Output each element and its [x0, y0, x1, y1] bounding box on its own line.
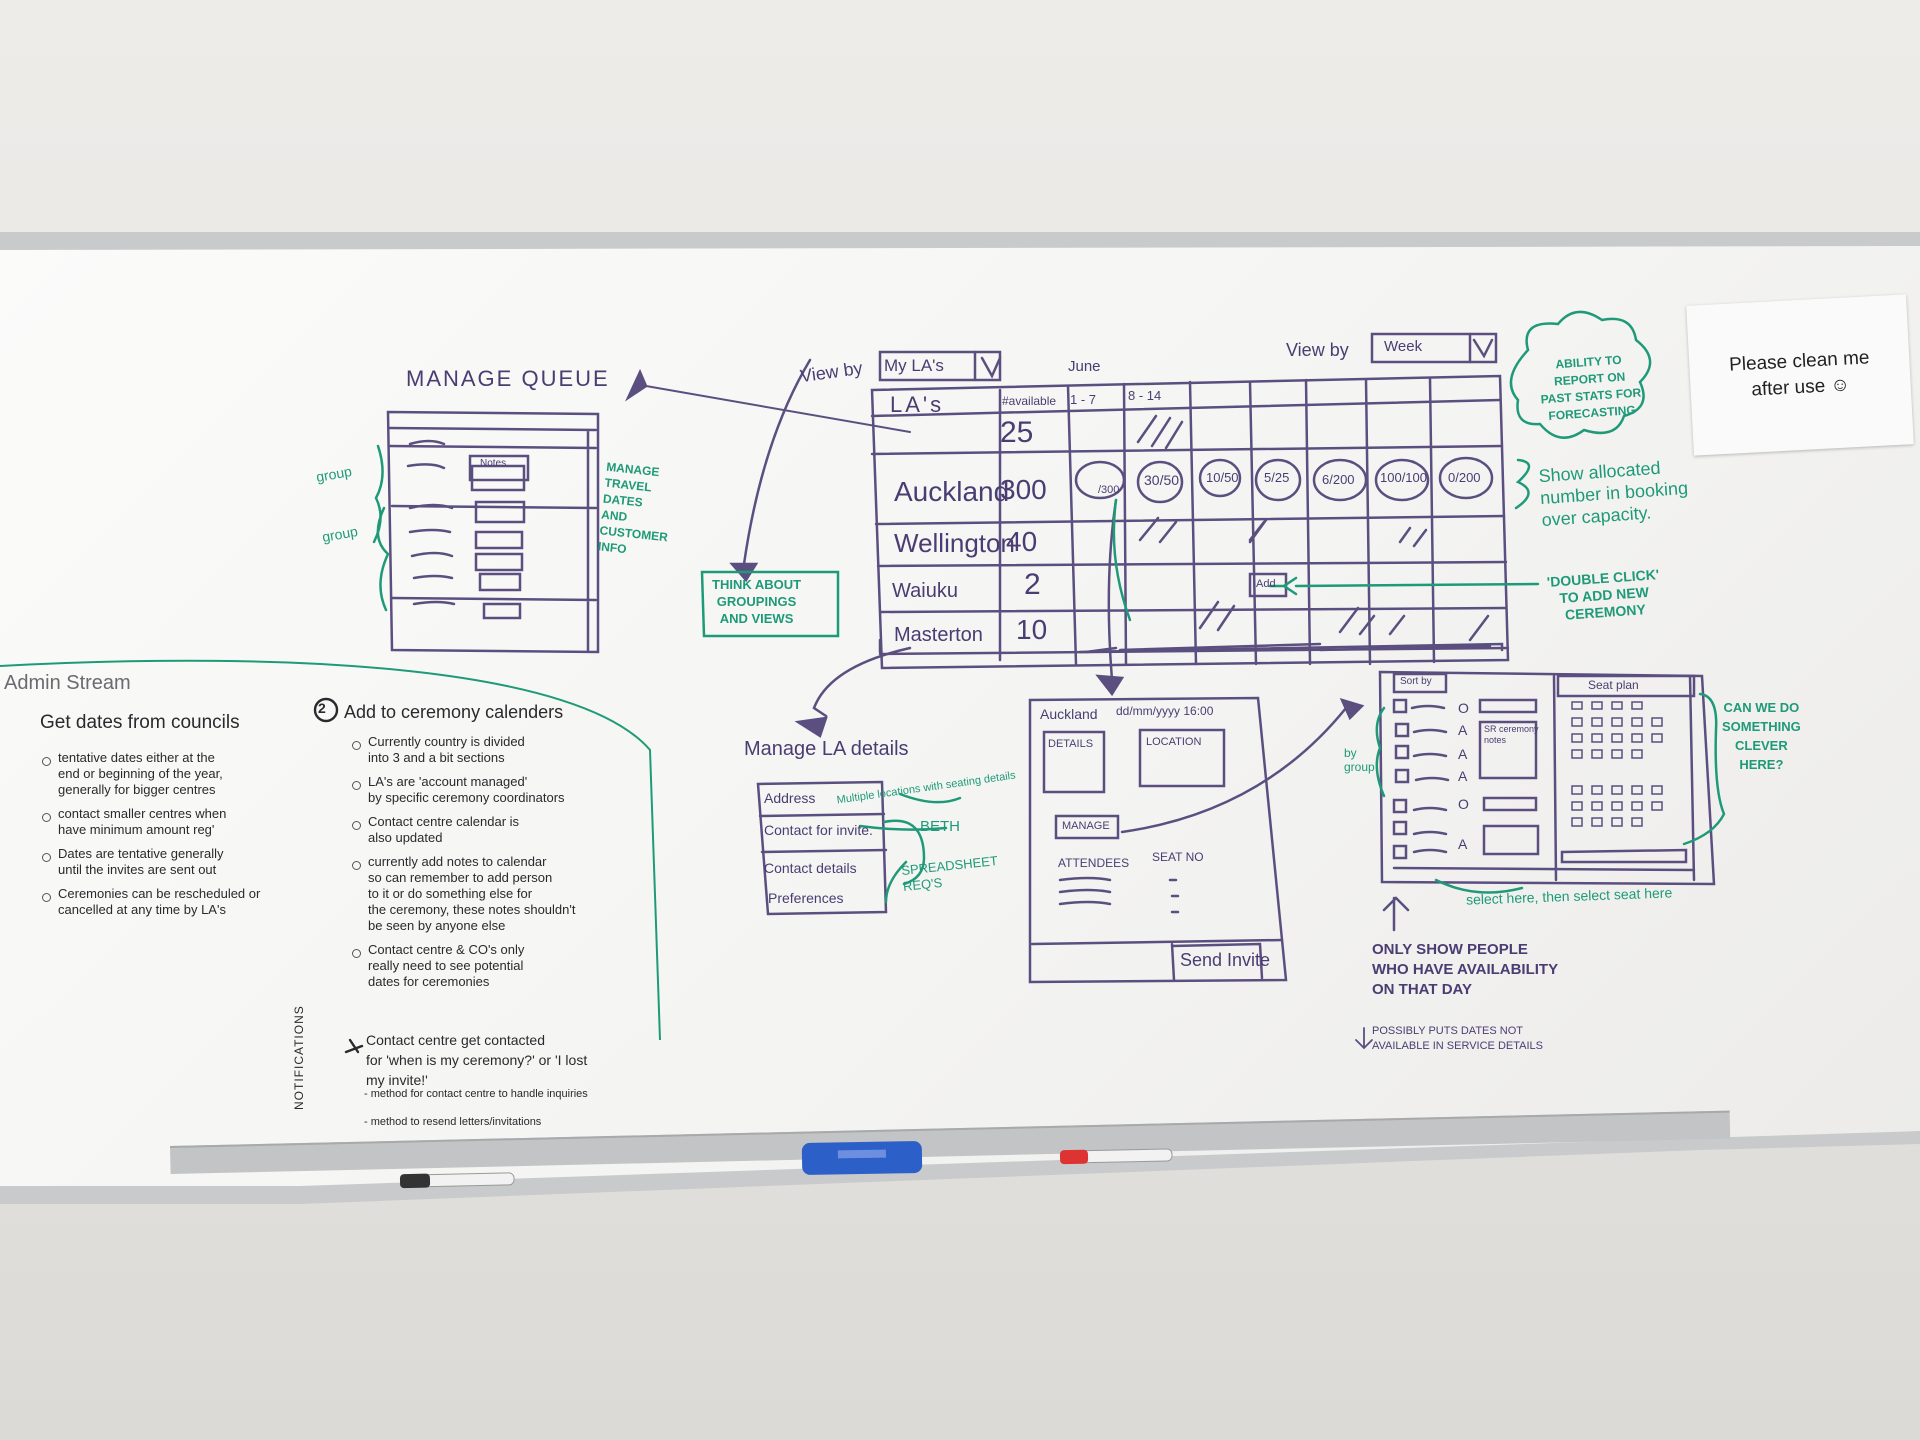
add-chip: Add — [1256, 578, 1276, 590]
section2-number: 2 — [318, 700, 326, 716]
capacity-cell-6: 100/100 — [1380, 470, 1427, 485]
notification-item-1: - method for contact centre to handle in… — [364, 1088, 588, 1100]
seat-no-label: SEAT NO — [1152, 850, 1204, 864]
double-click-note: 'DOUBLE CLICK' TO ADD NEW CEREMONY — [1546, 566, 1660, 623]
seat-grid — [1571, 701, 1663, 827]
whiteboard — [0, 246, 1920, 1186]
row-auckland-value: 300 — [1000, 474, 1047, 505]
la-row-preferences: Preferences — [768, 890, 844, 906]
attendees-label: ATTENDEES — [1058, 856, 1130, 870]
ceremony-notes: SR ceremony notes — [1484, 724, 1539, 745]
section1-item-1: tentative dates either at the end or beg… — [41, 750, 260, 798]
manage-travel-note: MANAGE TRAVEL DATES AND CUSTOMER INFO — [597, 459, 669, 557]
ceremony-date: dd/mm/yyyy 16:00 — [1116, 704, 1214, 718]
ceremony-details: DETAILS — [1048, 738, 1094, 750]
month-label: June — [1068, 358, 1101, 375]
col-header-week-1: 1 - 7 — [1070, 392, 1097, 407]
capacity-cell-5: 6/200 — [1322, 472, 1355, 487]
section2-list: Currently country is divided into 3 and … — [350, 734, 575, 998]
section2-item-1: Currently country is divided into 3 and … — [351, 734, 575, 766]
row-waiuku-name: Waiuku — [892, 580, 958, 602]
manage-queue-title: MANAGE QUEUE — [406, 366, 610, 391]
view-select-right: Week — [1384, 338, 1423, 355]
availability-subnote: POSSIBLY PUTS DATES NOT AVAILABLE IN SER… — [1372, 1025, 1543, 1052]
ceremony-location: Auckland — [1040, 706, 1098, 722]
report-bubble-text: ABILITY TO REPORT ON PAST STATS FOR FORE… — [1540, 352, 1642, 423]
clever-note: CAN WE DO SOMETHING CLEVER HERE? — [1722, 700, 1801, 772]
view-by-label-right: View by — [1286, 340, 1349, 360]
row-masterton-name: Masterton — [894, 624, 983, 646]
notification-item-2: - method to resend letters/invitations — [364, 1116, 542, 1128]
capacity-cell-7: 0/200 — [1448, 470, 1481, 485]
manage-button: MANAGE — [1062, 820, 1110, 832]
notifications-label: NOTIFICATIONS — [292, 1005, 306, 1110]
section2-item-4: currently add notes to calendar so can r… — [351, 854, 576, 933]
availability-note: ONLY SHOW PEOPLE WHO HAVE AVAILABILITY O… — [1372, 941, 1559, 998]
seat-label-6: A — [1458, 836, 1468, 852]
capacity-cell-2: 30/50 — [1144, 472, 1180, 488]
seat-label-1: O — [1458, 700, 1469, 716]
la-details-title: Manage LA details — [744, 738, 909, 760]
capacity-cell-4: 5/25 — [1264, 470, 1290, 485]
seat-label-3: A — [1458, 746, 1468, 762]
row-wellington-value: 40 — [1006, 526, 1038, 557]
row-auckland-name: Auckland — [894, 476, 1010, 507]
notes-chip: Notes — [480, 458, 507, 469]
section2-item-5: Contact centre & CO's only really need t… — [351, 942, 575, 990]
capacity-cell-1: /300 — [1098, 484, 1120, 496]
view-select-left: My LA's — [884, 356, 944, 375]
section1-list: tentative dates either at the end or beg… — [40, 750, 260, 926]
seat-label-2: A — [1458, 722, 1468, 738]
allocated-note: Show allocated number in booking over ca… — [1537, 457, 1689, 531]
row-waiuku-value: 2 — [1024, 568, 1041, 601]
seat-label-5: O — [1458, 796, 1469, 812]
la-row-contact-invite: Contact for invite. — [764, 822, 873, 838]
capacity-cell-3: 10/50 — [1206, 470, 1239, 485]
section1-item-4: Ceremonies can be rescheduled or cancell… — [41, 886, 261, 917]
section2-title: Add to ceremony calenders — [344, 702, 564, 722]
col-header-week-2: 8 - 14 — [1128, 388, 1162, 403]
think-groupings-note: THINK ABOUT GROUPINGS AND VIEWS — [712, 577, 802, 626]
section1-title: Get dates from councils — [40, 712, 240, 733]
ceremony-location-box: LOCATION — [1146, 736, 1202, 748]
row-masterton-value: 10 — [1016, 614, 1048, 645]
by-group-note: by group — [1344, 746, 1375, 774]
admin-stream-title: Admin Stream — [4, 672, 131, 694]
section2-item-3: Contact centre calendar is also updated — [351, 814, 575, 846]
sort-by-chip: Sort by — [1400, 676, 1432, 687]
section1-item-2: contact smaller centres when have minimu… — [41, 806, 260, 838]
section1-item-3: Dates are tentative generally until the … — [41, 846, 260, 878]
col-header-las: LA's — [890, 392, 945, 417]
contact-beth-note: BETH — [920, 818, 961, 835]
la-row-address: Address — [764, 790, 816, 806]
notification-text: Contact centre get contacted for 'when i… — [366, 1032, 588, 1088]
section2-item-2: LA's are 'account managed' by specific c… — [351, 774, 575, 806]
row-total-value: 25 — [1000, 416, 1034, 449]
row-wellington-name: Wellington — [894, 528, 1015, 558]
seat-plan-title: Seat plan — [1588, 678, 1639, 692]
col-header-available: #available — [1002, 394, 1057, 408]
seat-label-4: A — [1458, 768, 1468, 784]
send-invite-button: Send Invite — [1180, 950, 1271, 970]
la-row-contact-details: Contact details — [764, 860, 857, 876]
